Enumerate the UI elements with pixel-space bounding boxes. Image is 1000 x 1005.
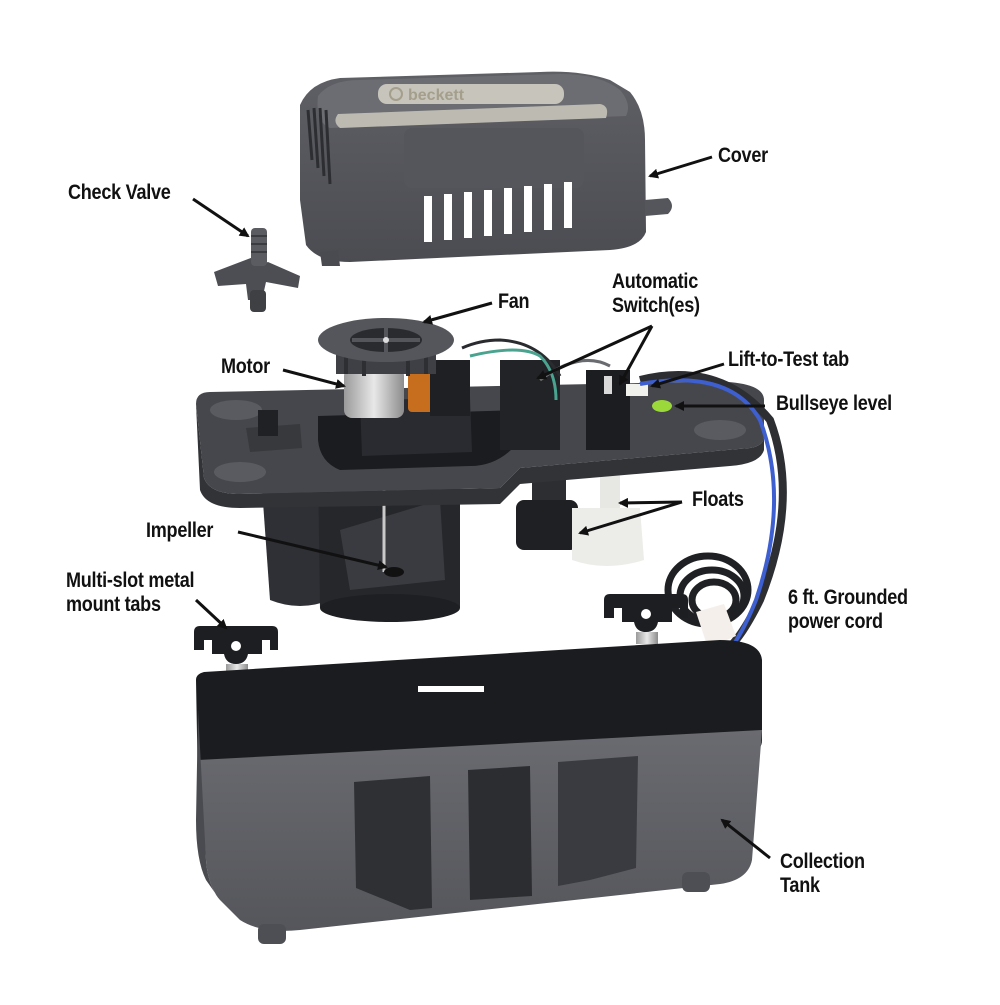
brand-plate bbox=[378, 84, 564, 104]
label-cover: Cover bbox=[718, 144, 768, 167]
arrow-float-dark bbox=[578, 500, 683, 536]
check-valve-part bbox=[214, 228, 300, 312]
label-motor: Motor bbox=[221, 355, 270, 378]
arrow-switch-2 bbox=[618, 325, 654, 386]
collection-tank-part bbox=[196, 640, 762, 944]
motor bbox=[344, 368, 404, 418]
label-power-cord: 6 ft. Grounded power cord bbox=[788, 586, 908, 634]
float-dark bbox=[516, 500, 578, 550]
cord-tag bbox=[696, 604, 736, 648]
pump-assembly bbox=[196, 318, 787, 654]
arrow-switch-1 bbox=[536, 324, 653, 380]
label-automatic-switches-line1: Automatic bbox=[612, 270, 698, 293]
float-white bbox=[572, 508, 644, 566]
label-collection-tank: Collection Tank bbox=[780, 850, 865, 898]
label-floats: Floats bbox=[692, 488, 744, 511]
label-fan: Fan bbox=[498, 290, 530, 313]
arrow-collection-tank bbox=[720, 818, 771, 860]
label-automatic-switches: Automatic Switch(es) bbox=[612, 270, 700, 318]
arrow-fan bbox=[422, 301, 493, 325]
label-collection-tank-line2: Tank bbox=[780, 874, 820, 897]
arrow-check-valve bbox=[192, 197, 250, 238]
label-power-cord-line2: power cord bbox=[788, 610, 883, 633]
bullseye-level bbox=[652, 400, 672, 412]
brand-text: beckett bbox=[408, 87, 465, 104]
blue-wire bbox=[639, 378, 776, 652]
arrow-mount-tabs bbox=[194, 598, 228, 630]
label-mount-tabs-line1: Multi-slot metal bbox=[66, 569, 195, 592]
label-power-cord-line1: 6 ft. Grounded bbox=[788, 586, 908, 609]
label-mount-tabs-line2: mount tabs bbox=[66, 593, 161, 616]
lift-to-test-tab bbox=[626, 384, 648, 396]
label-mount-tabs: Multi-slot metal mount tabs bbox=[66, 569, 195, 617]
mount-tab-right bbox=[604, 594, 688, 644]
cover-part: beckett bbox=[300, 71, 672, 266]
arrow-impeller bbox=[237, 530, 388, 571]
label-impeller: Impeller bbox=[146, 519, 214, 542]
label-check-valve: Check Valve bbox=[68, 181, 171, 204]
label-automatic-switches-line2: Switch(es) bbox=[612, 294, 700, 317]
label-collection-tank-line1: Collection bbox=[780, 850, 865, 873]
arrow-cover bbox=[648, 155, 713, 179]
callout-arrows bbox=[192, 155, 771, 860]
label-bullseye-level: Bullseye level bbox=[776, 392, 892, 415]
arrow-lift-to-test bbox=[650, 362, 725, 389]
arrow-motor bbox=[282, 368, 346, 389]
label-lift-to-test: Lift-to-Test tab bbox=[728, 348, 849, 371]
arrow-float-white bbox=[618, 497, 683, 508]
